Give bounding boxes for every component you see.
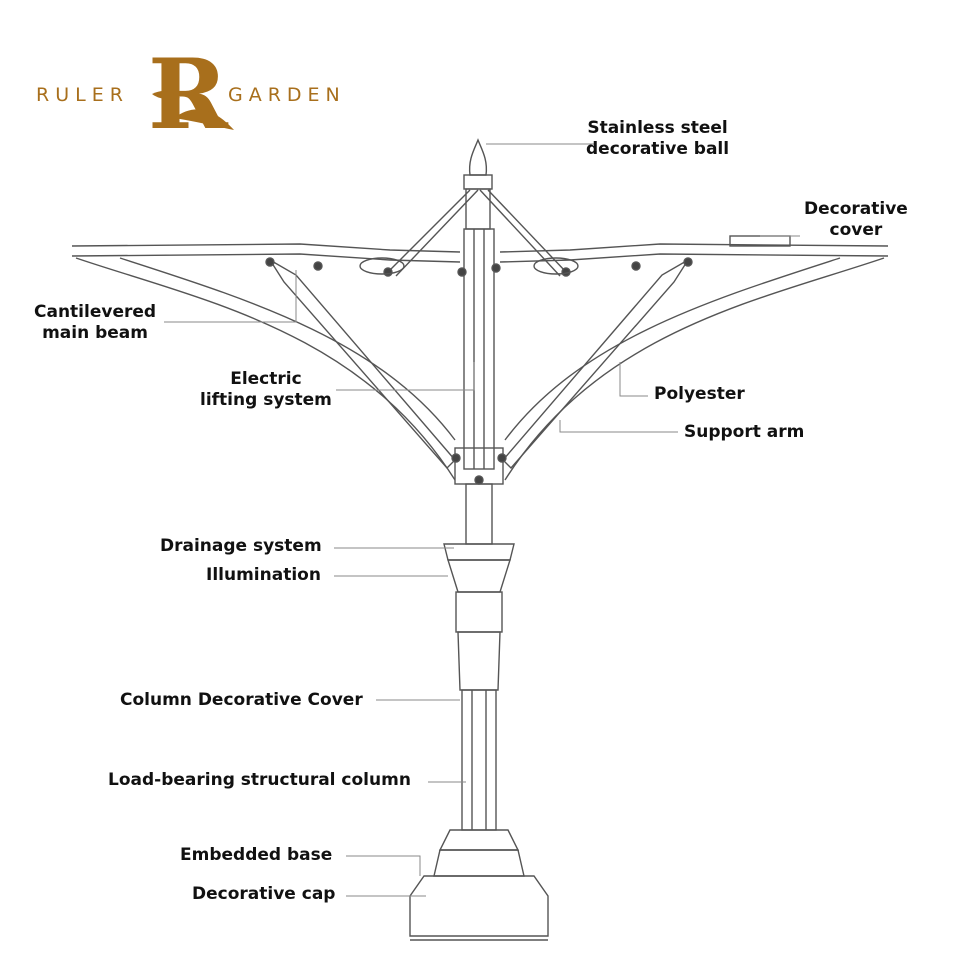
label-electric-lifting: Electric lifting system [200, 369, 332, 410]
embedded-base-shape [438, 829, 520, 851]
column-cover-shape [457, 631, 501, 691]
leaf-icon [174, 109, 234, 130]
leader-polyester [619, 362, 648, 397]
brand-monogram: R [148, 48, 234, 138]
leader-electric [336, 362, 475, 391]
label-load-bearing-column: Load-bearing structural column [108, 770, 411, 790]
brand-left-word: RULER [36, 84, 129, 106]
canopy-right-curve [504, 257, 885, 481]
leader-support-arm [559, 420, 678, 433]
label-polyester: Polyester [654, 384, 745, 404]
support-arm-left [269, 259, 456, 470]
finial-ball-shape [468, 138, 488, 176]
support-arm-right [502, 259, 689, 470]
leaf-icon-small [152, 91, 180, 100]
central-pole-upper [463, 228, 495, 470]
label-column-decorative-cover: Column Decorative Cover [120, 690, 363, 710]
label-cantilevered-beam: Cantilevered main beam [34, 302, 157, 343]
illumination-lamp [447, 559, 511, 593]
label-embedded-base: Embedded base [180, 845, 333, 865]
brand-right-word: GARDEN [228, 84, 346, 106]
decorative-cap-shape [409, 875, 549, 937]
label-drainage-system: Drainage system [160, 536, 322, 556]
leader-embedded-base [346, 855, 421, 876]
label-stainless-steel-ball: Stainless steel decorative ball [586, 118, 730, 159]
label-decorative-cover: Decorative cover [804, 199, 908, 240]
label-illumination: Illumination [206, 565, 321, 585]
label-support-arm: Support arm [684, 422, 805, 442]
main-column [461, 689, 497, 831]
label-decorative-cap: Decorative cap [192, 884, 336, 904]
drainage-housing [443, 543, 515, 561]
leader-cantilevered [164, 270, 297, 323]
canopy-left-curve [75, 257, 456, 481]
